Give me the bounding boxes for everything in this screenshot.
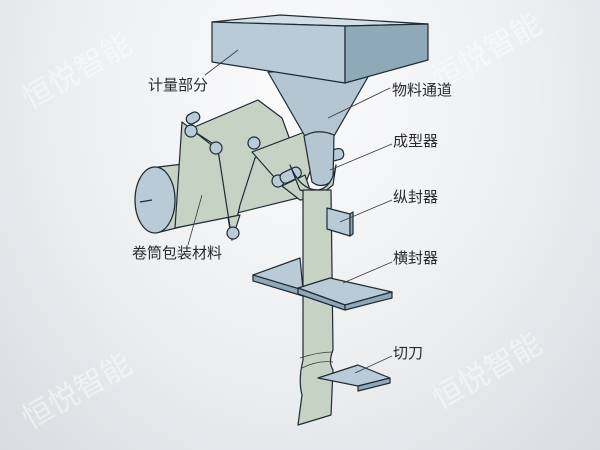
material-channel <box>267 69 373 187</box>
label-former: 成型器 <box>393 132 438 150</box>
watermark: 恒悦智能 <box>17 27 138 117</box>
label-material-channel: 物料通道 <box>392 81 452 99</box>
label-horizontal-sealer: 横封器 <box>393 249 438 267</box>
former <box>289 164 337 196</box>
label-film-roll: 卷筒包装材料 <box>132 244 222 262</box>
bag-seal-lines <box>299 351 334 369</box>
watermark: 恒悦智能 <box>427 327 548 417</box>
cutter <box>317 364 391 392</box>
label-longitudinal-sealer: 纵封器 <box>393 188 438 206</box>
leader-lines <box>187 49 393 374</box>
label-cutter: 切刀 <box>393 344 423 362</box>
watermark: 恒悦智能 <box>17 347 138 437</box>
longitudinal-sealer <box>326 207 354 237</box>
label-metering: 计量部分 <box>148 76 208 94</box>
metering-hopper <box>211 14 429 84</box>
horizontal-sealer <box>252 257 393 311</box>
